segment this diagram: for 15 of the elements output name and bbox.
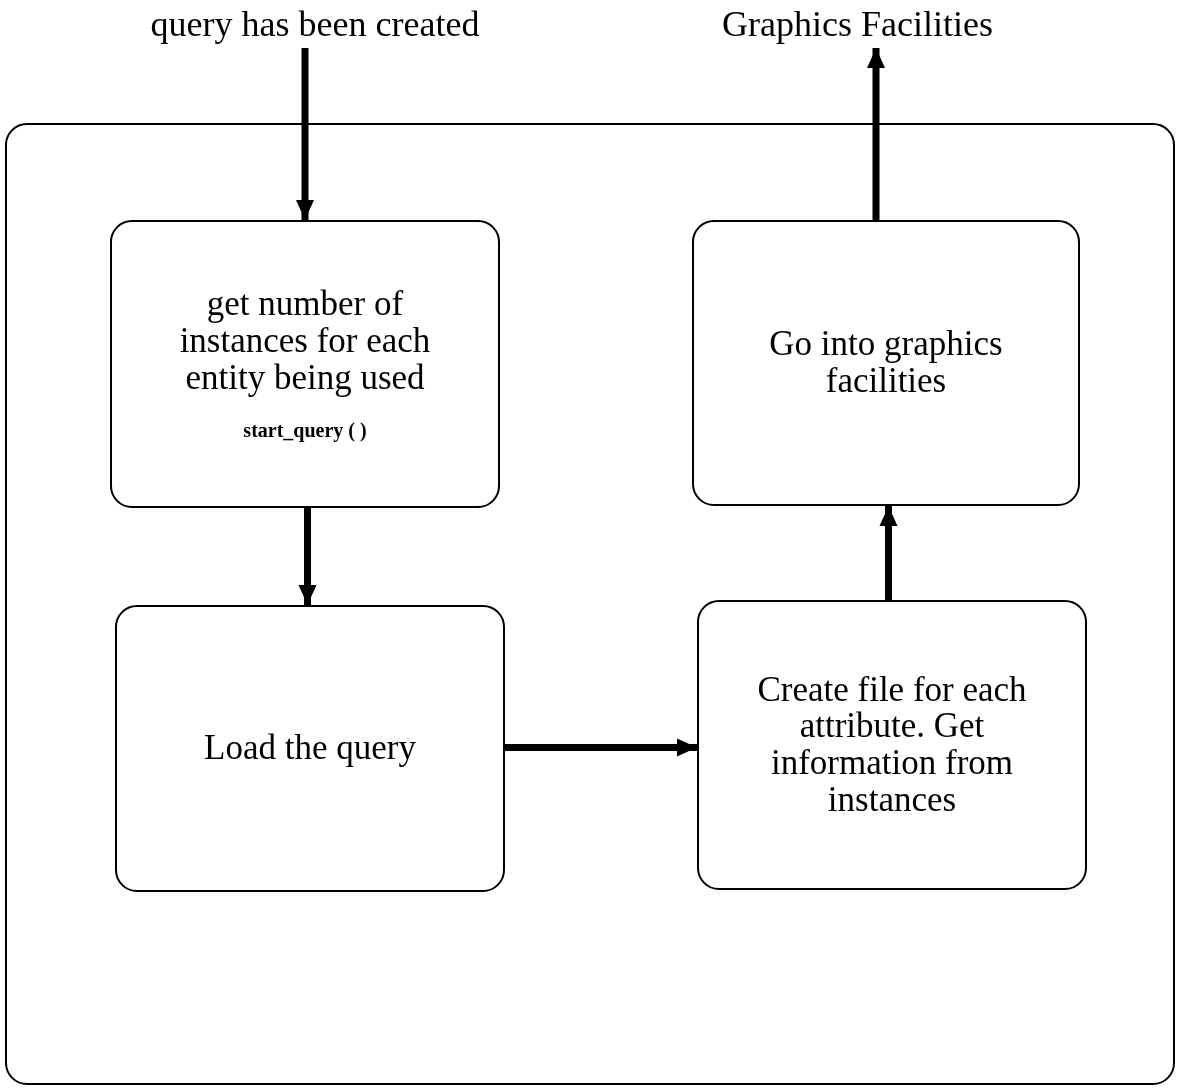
flow-label: Graphics Facilities [655,0,1060,48]
process-text: Go into graphics facilities [768,326,1004,400]
process-text: get number of instances for each entity being used [178,286,432,397]
function-name: start_query ( ) [243,418,367,442]
process-box [692,220,1080,506]
arrow [298,508,317,605]
arrow [505,738,697,757]
process-text: Create file for each attribute. Get information from instances [756,671,1028,819]
process-box [697,600,1087,890]
process-text: Load the query [204,730,416,767]
flow-label: query has been created [85,0,545,48]
container-box [5,123,1175,1085]
process-box [110,220,500,508]
process-box [115,605,505,892]
arrow [879,506,898,600]
